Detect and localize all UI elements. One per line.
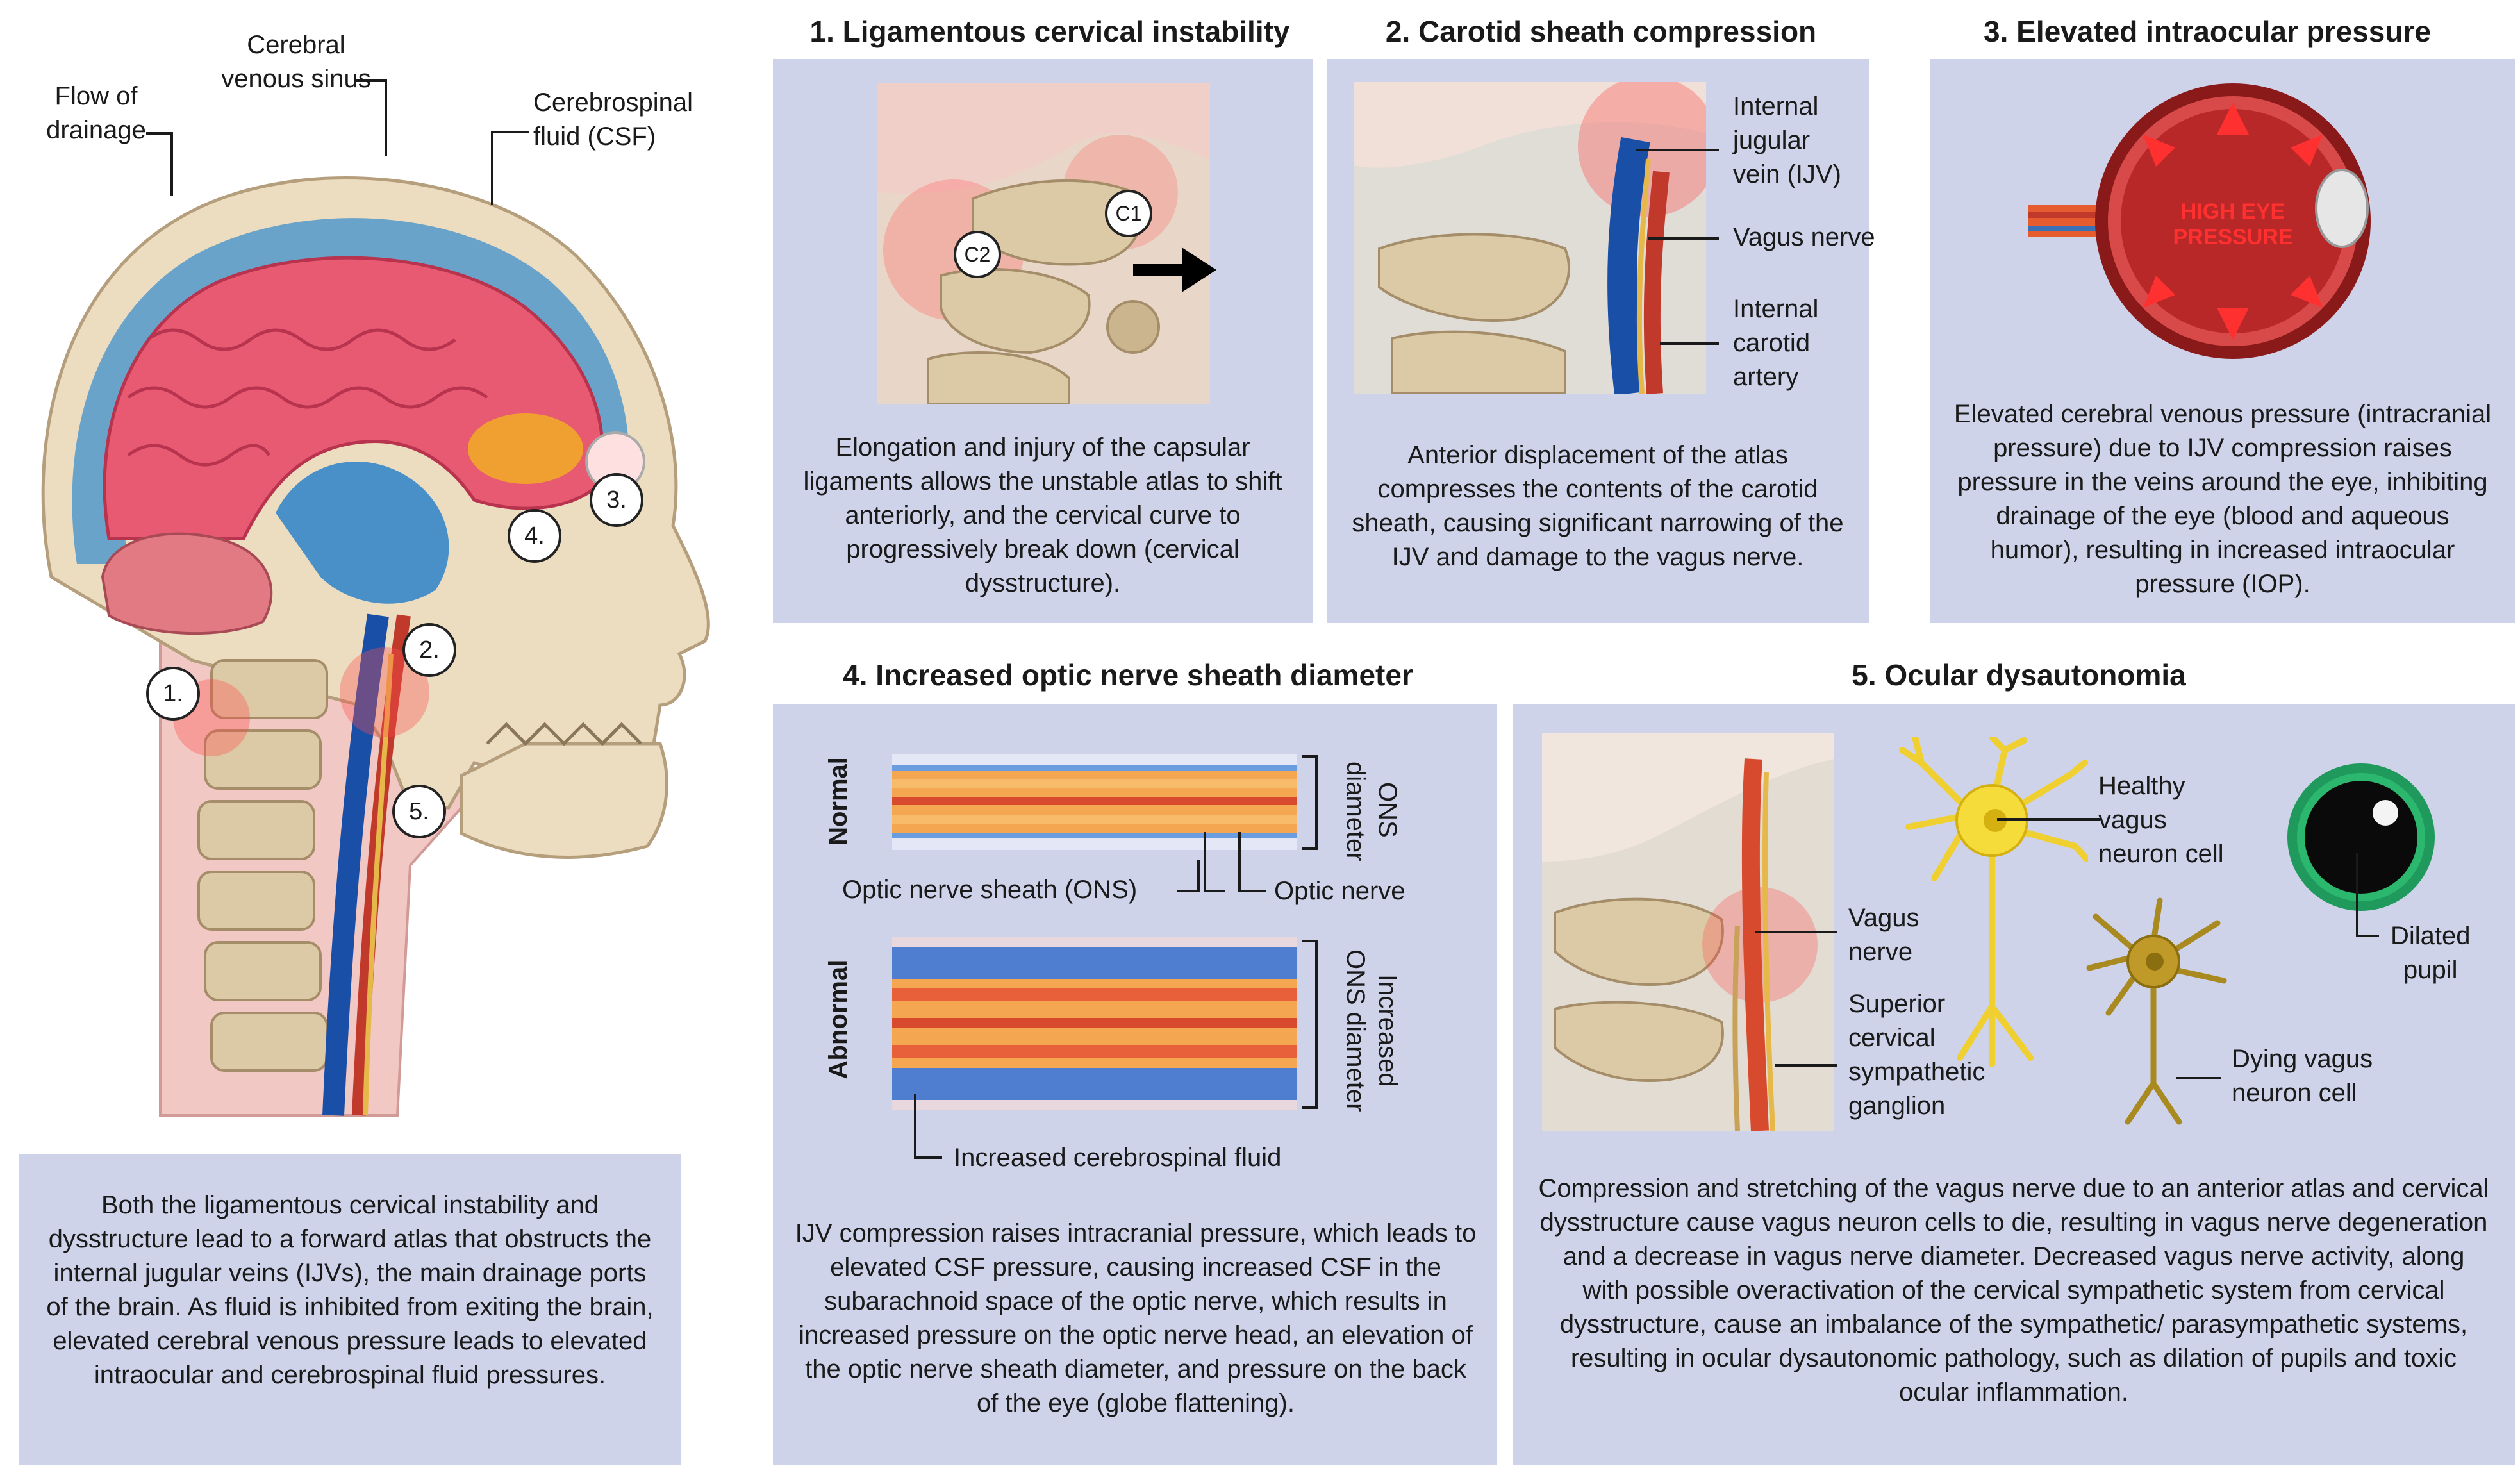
head-illustration [41,176,710,1117]
label-c1: C1 [1105,190,1152,237]
panel2-title: 2. Carotid sheath compression [1385,15,1817,48]
label-normal: Normal [824,757,852,846]
panel2-text: Anterior displacement of the atlas compr… [1352,441,1844,571]
panel3-text: Elevated cerebral venous pressure (intra… [1953,400,2492,598]
panel3-title: 3. Elevated intraocular pressure [1984,15,2431,48]
marker-5: 5. [392,785,446,838]
healthy-neuron-icon [1899,737,2088,1067]
panel1-title: 1. Ligamentous cervical instability [809,15,1290,48]
label-increased-csf: Increased cerebrospinal fluid [954,1144,1282,1172]
panel1-text: Elongation and injury of the capsular li… [803,433,1282,597]
label-ons-diameter: ONS diameter [1341,762,1402,862]
dilated-pupil-icon [2287,763,2435,911]
panel2-sheath-illustration [1354,82,1706,394]
dying-neuron-icon [2086,897,2227,1125]
panel5-text: Compression and stretching of the vagus … [1538,1174,2489,1406]
marker-3: 3. [590,473,643,527]
summary-text: Both the ligamentous cervical instabilit… [46,1191,654,1389]
panel4-text: IJV compression raises intracranial pres… [795,1219,1477,1417]
panel1-spine-illustration [877,83,1210,404]
label-vagus-nerve-2: Vagus nerve [1733,223,1875,251]
summary-panel [19,1154,681,1465]
marker-2: 2. [402,623,456,677]
label-optic-nerve: Optic nerve [1274,877,1405,905]
marker-4: 4. [508,509,561,563]
arrow-right-icon [1133,247,1216,292]
eye-illustration [2028,83,2371,359]
panel4-title: 4. Increased optic nerve sheath diameter [843,658,1413,692]
label-ons: Optic nerve sheath (ONS) [842,876,1138,904]
marker-1: 1. [146,667,200,721]
normal-nerve-diagram [892,754,1297,850]
label-increased-ons: Increased ONS diameter [1341,949,1402,1112]
panel5-title: 5. Ocular dysautonomia [1852,658,2186,692]
label-abnormal: Abnormal [824,959,852,1079]
label-c2: C2 [954,231,1001,278]
abnormal-nerve-diagram [892,937,1297,1110]
